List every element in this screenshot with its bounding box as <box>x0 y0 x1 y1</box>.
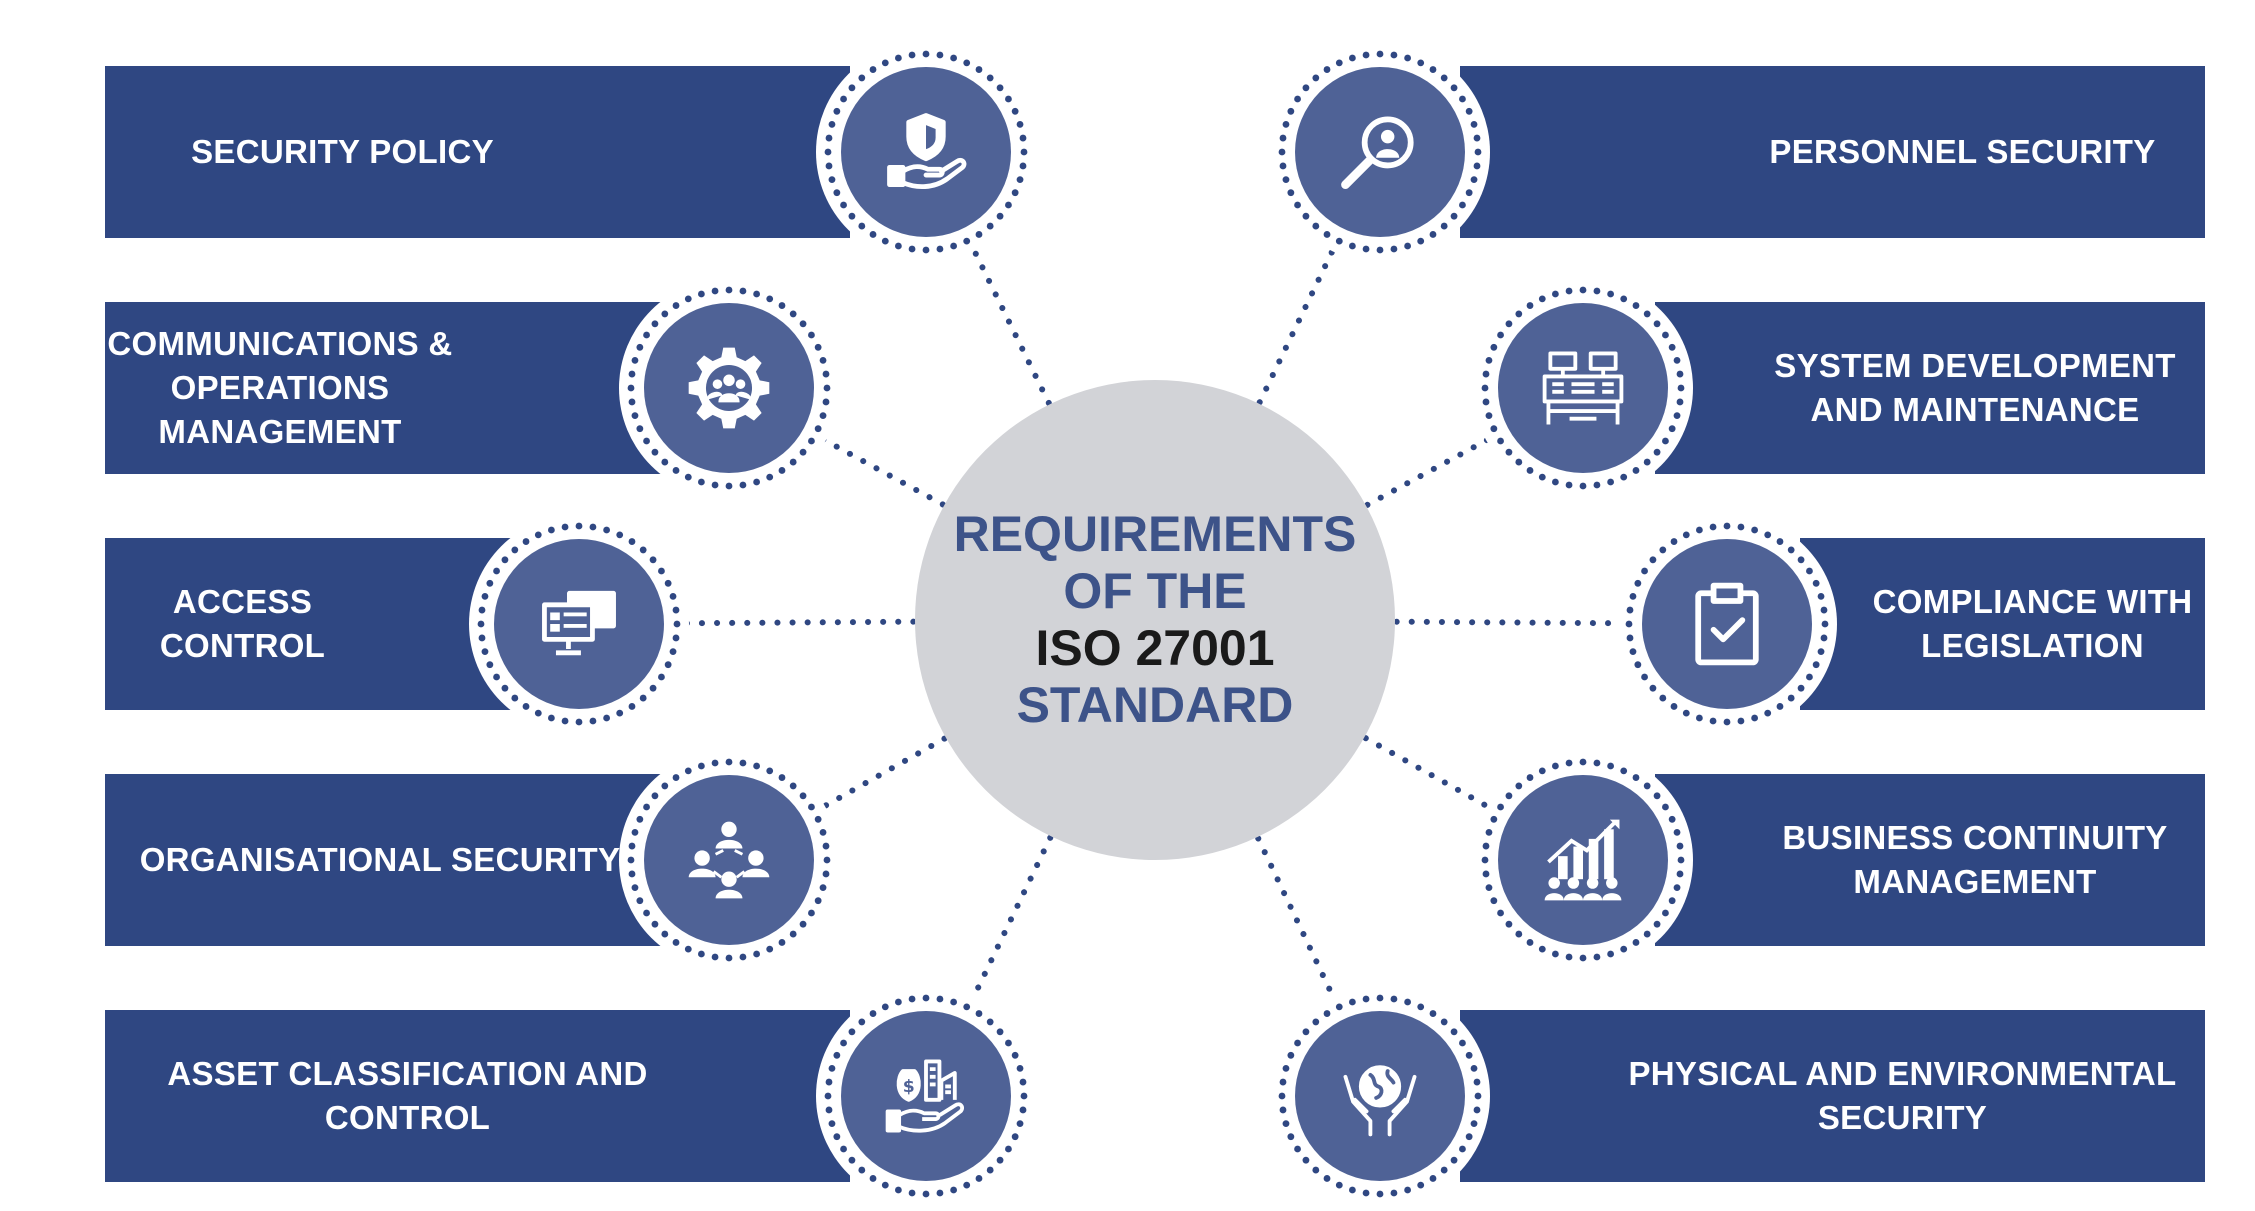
item-label: SECURITY POLICY <box>191 133 494 170</box>
item-communications-operations: COMMUNICATIONS & OPERATIONS MANAGEMENT <box>105 302 665 474</box>
item-label: SYSTEM DEVELOPMENT <box>1774 347 2176 384</box>
center-line-3: ISO 27001 <box>1035 620 1275 676</box>
growth-team-icon <box>1544 819 1622 901</box>
dotted-ring <box>824 994 1028 1198</box>
node-compliance <box>1617 514 1837 734</box>
item-physical-environmental: PHYSICAL AND ENVIRONMENTAL SECURITY <box>1460 1010 2205 1182</box>
dotted-ring <box>1278 994 1482 1198</box>
dotted-ring <box>627 286 831 490</box>
node-physical-environmental <box>1270 986 1490 1206</box>
item-system-development: SYSTEM DEVELOPMENT AND MAINTENANCE <box>1655 302 2205 474</box>
item-label: SECURITY <box>1817 1099 1988 1136</box>
node-access-control <box>469 514 689 734</box>
clipboard-check-icon <box>1695 582 1759 666</box>
dotted-ring <box>824 50 1028 254</box>
item-label: COMPLIANCE WITH <box>1872 583 2193 620</box>
item-access-control: ACCESS CONTROL <box>105 538 530 710</box>
gear-team-icon <box>688 347 770 429</box>
item-compliance-legislation: COMPLIANCE WITH LEGISLATION <box>1800 538 2205 710</box>
item-label: BUSINESS CONTINUITY <box>1782 819 2168 856</box>
item-label: OPERATIONS <box>170 369 390 406</box>
node-asset-classification: $ <box>816 986 1036 1206</box>
item-label: PERSONNEL SECURITY <box>1769 133 2156 170</box>
shield-hand-icon <box>887 113 967 189</box>
center-line-4: STANDARD <box>1016 677 1294 733</box>
node-security-policy <box>816 42 1036 262</box>
dotted-ring <box>477 522 681 726</box>
node-business-continuity <box>1473 750 1693 970</box>
item-asset-classification: ASSET CLASSIFICATION AND CONTROL <box>105 1010 850 1182</box>
assets-hand-icon: $ <box>885 1059 965 1133</box>
item-organisational-security: ORGANISATIONAL SECURITY <box>105 774 665 946</box>
item-label: ASSET CLASSIFICATION AND <box>167 1055 648 1092</box>
item-label: COMMUNICATIONS & <box>107 325 453 362</box>
workstation-icon <box>1542 351 1624 425</box>
globe-hands-icon <box>1343 1065 1417 1137</box>
item-label: ORGANISATIONAL SECURITY <box>139 841 621 878</box>
node-communications <box>619 278 839 498</box>
item-label: MANAGEMENT <box>158 413 402 450</box>
node-organisational-security <box>619 750 839 970</box>
item-label: MANAGEMENT <box>1853 863 2097 900</box>
node-personnel-security <box>1270 42 1490 262</box>
dotted-ring <box>627 758 831 962</box>
item-label: ACCESS CONTROL <box>159 583 326 664</box>
item-label: CONTROL <box>324 1099 491 1136</box>
item-label: LEGISLATION <box>1921 627 2144 664</box>
dotted-ring <box>1481 286 1685 490</box>
computer-screens-icon <box>542 590 616 656</box>
item-business-continuity: BUSINESS CONTINUITY MANAGEMENT <box>1655 774 2205 946</box>
dotted-ring <box>1481 758 1685 962</box>
dotted-ring <box>1625 522 1829 726</box>
item-personnel-security: PERSONNEL SECURITY <box>1460 66 2205 238</box>
dotted-ring <box>1278 50 1482 254</box>
magnifier-person-icon <box>1341 116 1414 189</box>
people-network-icon <box>688 821 770 899</box>
svg-text:$: $ <box>903 1077 915 1097</box>
center-line-2: OF THE <box>1063 563 1247 619</box>
node-system-development <box>1473 278 1693 498</box>
item-label: PHYSICAL AND ENVIRONMENTAL <box>1628 1055 2177 1092</box>
item-security-policy: SECURITY POLICY <box>105 66 850 238</box>
center-hub: REQUIREMENTS OF THE ISO 27001 STANDARD <box>915 380 1395 860</box>
center-line-1: REQUIREMENTS <box>953 506 1357 562</box>
item-label: AND MAINTENANCE <box>1810 391 2140 428</box>
